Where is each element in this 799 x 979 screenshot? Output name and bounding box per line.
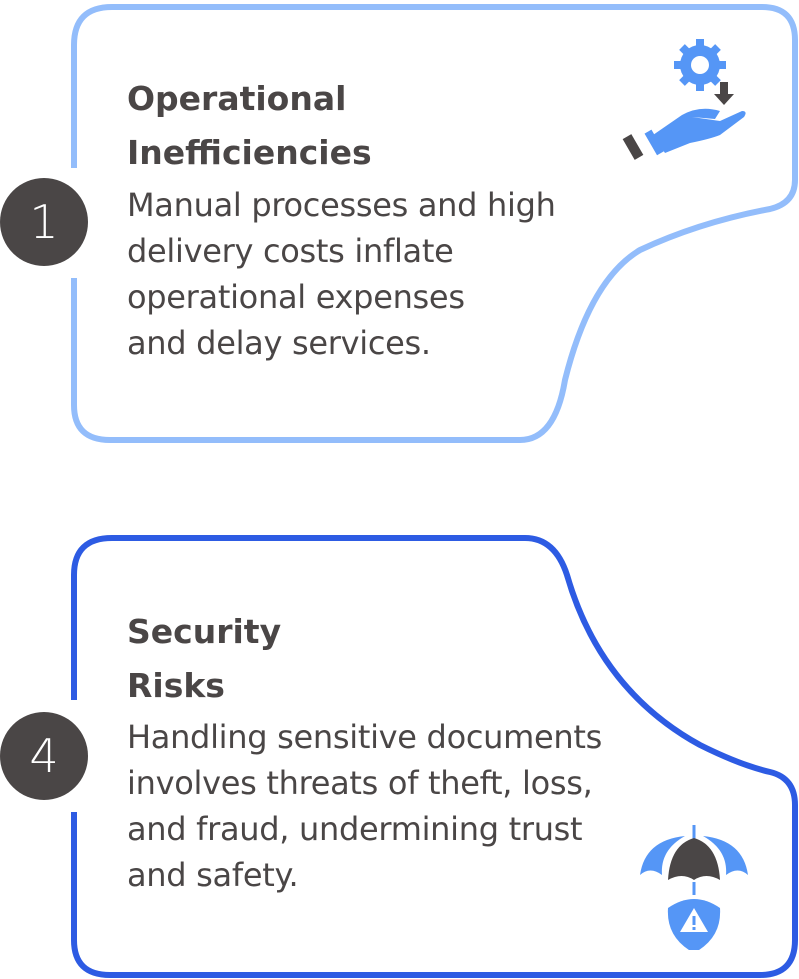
description-line: Manual processes and high <box>127 186 556 224</box>
description-line: and fraud, undermining trust <box>127 810 583 848</box>
card-1-border <box>71 4 798 443</box>
card-2-border <box>71 535 798 978</box>
card-description: Manual processes and high delivery costs… <box>127 182 556 366</box>
title-line: Inefficiencies <box>127 133 372 172</box>
description-line: and safety. <box>127 856 299 894</box>
title-line: Operational <box>127 79 347 118</box>
umbrella-shield-warning-icon <box>640 825 748 950</box>
step-number-badge: 4 <box>0 712 88 800</box>
description-line: and delay services. <box>127 324 431 362</box>
description-line: delivery costs inflate <box>127 232 454 270</box>
description-line: operational expenses <box>127 278 465 316</box>
gear-hand-icon <box>622 39 746 160</box>
description-line: involves threats of theft, loss, <box>127 764 593 802</box>
step-number-badge: 1 <box>0 178 88 266</box>
card-description: Handling sensitive documents involves th… <box>127 714 602 898</box>
title-line: Risks <box>127 666 225 705</box>
description-line: Handling sensitive documents <box>127 718 602 756</box>
title-line: Security <box>127 612 282 651</box>
